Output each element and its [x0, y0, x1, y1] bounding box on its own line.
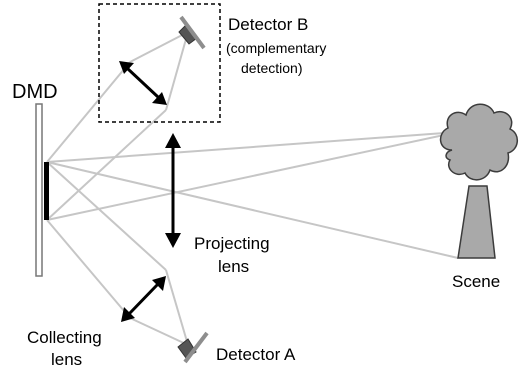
- detector-a-plate: [183, 331, 209, 364]
- ray-dmd-detb-1: [46, 61, 131, 163]
- detector-a: [177, 331, 209, 364]
- collecting-lens-label-line1: Collecting: [27, 328, 102, 347]
- ray-lensa-deta-1: [165, 269, 189, 346]
- projecting-lens-arrowhead-bottom: [165, 233, 181, 248]
- collecting-lens-label-line2: lens: [51, 350, 82, 369]
- collecting-lens-arrow: [121, 276, 166, 322]
- projecting-lens-arrowhead-top: [165, 133, 181, 148]
- ray-lensb-detb-1: [129, 31, 189, 63]
- detector-b-label: Detector B: [228, 15, 308, 34]
- projecting-lens-label-line1: Projecting: [194, 234, 270, 253]
- collecting-lens-arrowhead-bottom: [121, 307, 135, 322]
- detector-b-note-line2: detection): [241, 60, 302, 76]
- scene-tree: [439, 103, 518, 259]
- lens-b-arrowhead-bottom: [152, 92, 167, 105]
- projecting-lens-arrow: [165, 133, 181, 248]
- scene-label: Scene: [452, 272, 500, 291]
- ray-dmd-scene-cross: [46, 131, 459, 221]
- tree-trunk: [457, 185, 496, 259]
- detector-b-note-line1: (complementary: [226, 40, 326, 56]
- dmd-body: [35, 103, 43, 277]
- detector-b-plate: [179, 15, 206, 50]
- dmd-active-area: [44, 162, 49, 220]
- tree-crown: [439, 103, 518, 181]
- light-rays: [46, 31, 459, 346]
- dmd-label: DMD: [12, 81, 58, 103]
- ray-dmd-deta-1: [46, 161, 167, 271]
- ray-lensa-deta-2: [129, 317, 189, 346]
- projecting-lens-label-line2: lens: [218, 257, 249, 276]
- ray-dmd-scene-top: [46, 131, 459, 163]
- lens-b-arrow: [119, 61, 167, 105]
- ray-dmd-deta-2: [46, 219, 131, 319]
- dmd: [35, 103, 49, 277]
- lens-b-arrowhead-top: [119, 61, 134, 74]
- detector-b: [178, 15, 206, 50]
- ray-dmd-detb-2: [46, 109, 167, 221]
- ray-dmd-scene-bottom: [46, 161, 459, 259]
- detector-b-box: [98, 3, 221, 123]
- detector-a-label: Detector A: [216, 345, 296, 364]
- collecting-lens-arrowhead-top: [152, 276, 166, 291]
- ray-lensb-detb-2: [165, 31, 189, 111]
